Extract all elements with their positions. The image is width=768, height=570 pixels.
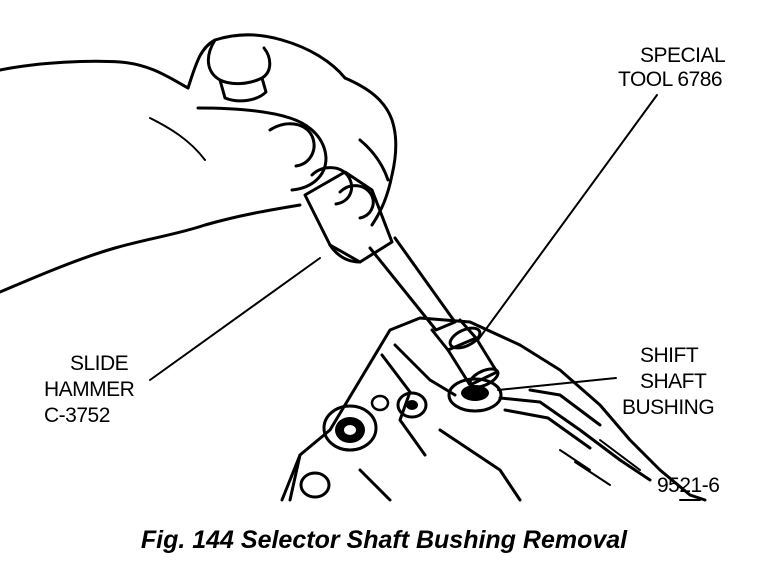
special-tool-label-line2: TOOL 6786 (618, 68, 722, 91)
shift-shaft-label-line3: BUSHING (622, 396, 714, 419)
slide-hammer-label-line1: SLIDE (70, 352, 129, 375)
slide-hammer-label-line2: HAMMER (44, 378, 135, 401)
slide-hammer-label-line3: C-3752 (44, 404, 110, 427)
figure-caption: Fig. 144 Selector Shaft Bushing Removal (140, 526, 628, 554)
slide-hammer-leader (149, 257, 321, 381)
shift-shaft-label-line1: SHIFT (640, 344, 699, 367)
callout-labels: SPECIAL TOOL 6786 SLIDE HAMMER C-3752 SH… (44, 44, 726, 497)
leader-lines (149, 94, 701, 501)
special-tool-label-line1: SPECIAL (640, 44, 725, 67)
housing-lower-port (299, 471, 331, 499)
shift-shaft-label-line2: SHAFT (640, 370, 707, 393)
housing-port-outer (322, 404, 378, 452)
transmission-housing (280, 316, 707, 502)
figure-number: 9521-6 (657, 474, 719, 497)
special-tool-leader (477, 94, 658, 341)
slide-hammer (303, 170, 500, 389)
housing-bolt-boss (396, 391, 428, 419)
bushing-bore (447, 377, 503, 413)
shift-shaft-leader (497, 377, 617, 391)
hand (0, 33, 398, 294)
